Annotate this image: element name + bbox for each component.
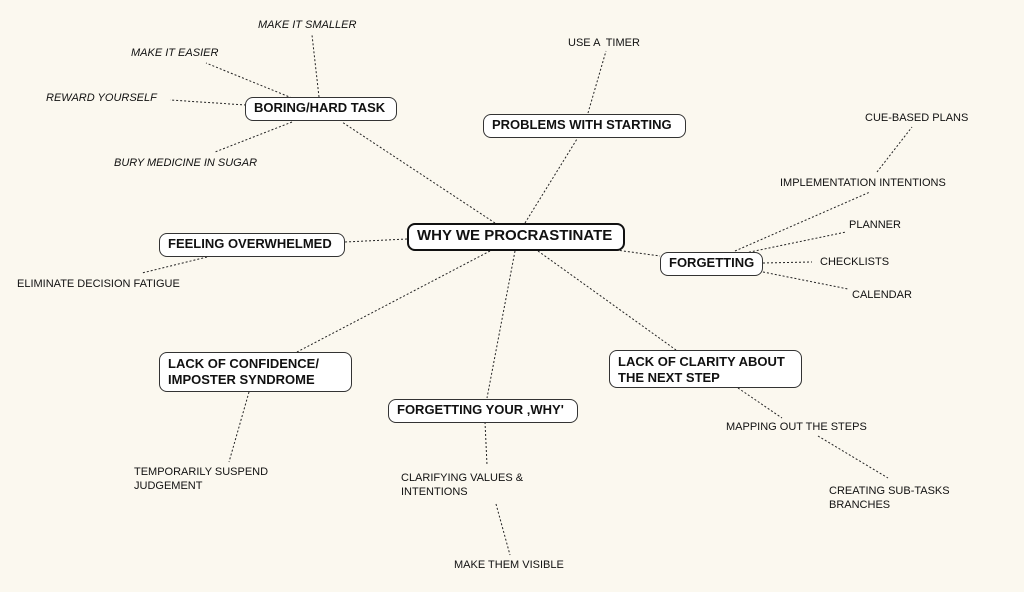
branch-boring-hard-task[interactable]: BORING/HARD TASK [245, 97, 397, 121]
branch-forgetting[interactable]: FORGETTING [660, 252, 763, 276]
link-impl-cue [876, 126, 913, 173]
link-overwhelmed-fatigue [141, 256, 208, 274]
link-forgetting-planner [744, 231, 847, 254]
leaf-implementation-intentions[interactable]: IMPLEMENTATION INTENTIONS [780, 177, 946, 189]
link-mapping-subtasks [817, 435, 889, 479]
link-boring-bury [214, 121, 293, 153]
link-forgetting-calendar [762, 271, 849, 290]
leaf-temporarily-suspend-judgement[interactable]: TEMPORARILY SUSPEND JUDGEMENT [134, 465, 268, 493]
leaf-subtasks-line2: BRANCHES [829, 499, 891, 511]
branch-lack-of-confidence[interactable]: LACK OF CONFIDENCE/ IMPOSTER SYNDROME [159, 352, 352, 392]
leaf-values-line1: CLARIFYING VALUES & [401, 472, 524, 484]
link-boring-easier [205, 62, 293, 99]
leaf-planner[interactable]: PLANNER [849, 219, 901, 231]
link-boring-reward [169, 99, 247, 106]
leaf-cue-based-plans[interactable]: CUE-BASED PLANS [865, 112, 969, 124]
branch-feeling-overwhelmed[interactable]: FEELING OVERWHELMED [159, 233, 345, 257]
branch-lack-of-clarity-line1: LACK OF CLARITY ABOUT [618, 354, 785, 369]
link-forgetting-impl [734, 191, 871, 252]
link-center-why [486, 250, 516, 399]
leaf-use-a-timer[interactable]: USE A TIMER [568, 37, 640, 49]
leaf-suspend-line2: JUDGEMENT [134, 480, 203, 492]
leaf-mapping-out-the-steps[interactable]: MAPPING OUT THE STEPS [726, 421, 867, 433]
leaf-checklists[interactable]: CHECKLISTS [820, 256, 890, 268]
central-topic[interactable]: WHY WE PROCRASTINATE [407, 223, 625, 251]
branch-lack-of-clarity[interactable]: LACK OF CLARITY ABOUT THE NEXT STEP [609, 350, 802, 388]
link-boring-smaller [311, 34, 320, 98]
leaf-bury-medicine[interactable]: BURY MEDICINE IN SUGAR [114, 157, 258, 169]
leaf-make-it-smaller[interactable]: MAKE IT SMALLER [258, 19, 357, 31]
link-forgetting-checklists [762, 261, 813, 264]
link-center-boring [341, 121, 496, 224]
leaf-reward-yourself[interactable]: REWARD YOURSELF [46, 92, 157, 104]
link-center-starting [524, 138, 578, 224]
leaf-eliminate-decision-fatigue[interactable]: ELIMINATE DECISION FATIGUE [17, 278, 180, 290]
link-center-clarity [537, 250, 677, 351]
link-center-forgetting [615, 249, 661, 257]
link-center-overwhelmed [344, 238, 408, 243]
branch-problems-with-starting[interactable]: PROBLEMS WITH STARTING [483, 114, 686, 138]
link-why-values [484, 421, 488, 466]
leaf-subtasks-line1: CREATING SUB-TASKS [829, 485, 950, 497]
branch-lack-of-confidence-line1: LACK OF CONFIDENCE/ [168, 356, 319, 371]
leaf-make-it-easier[interactable]: MAKE IT EASIER [131, 47, 219, 59]
link-clarity-mapping [737, 387, 783, 419]
branch-lack-of-confidence-line2: IMPOSTER SYNDROME [168, 372, 315, 387]
link-values-visible [495, 503, 511, 556]
link-starting-timer [587, 50, 607, 114]
leaf-clarifying-values[interactable]: CLARIFYING VALUES & INTENTIONS [401, 471, 523, 499]
leaf-creating-sub-tasks[interactable]: CREATING SUB-TASKS BRANCHES [829, 484, 950, 512]
branch-forgetting-your-why[interactable]: FORGETTING YOUR ‚WHY' [388, 399, 578, 423]
branch-lack-of-clarity-line2: THE NEXT STEP [618, 370, 720, 385]
link-center-confidence [296, 250, 491, 353]
link-confidence-suspend [228, 391, 250, 463]
leaf-values-line2: INTENTIONS [401, 486, 468, 498]
leaf-make-them-visible[interactable]: MAKE THEM VISIBLE [454, 559, 564, 571]
leaf-calendar[interactable]: CALENDAR [852, 289, 912, 301]
leaf-suspend-line1: TEMPORARILY SUSPEND [134, 466, 269, 478]
